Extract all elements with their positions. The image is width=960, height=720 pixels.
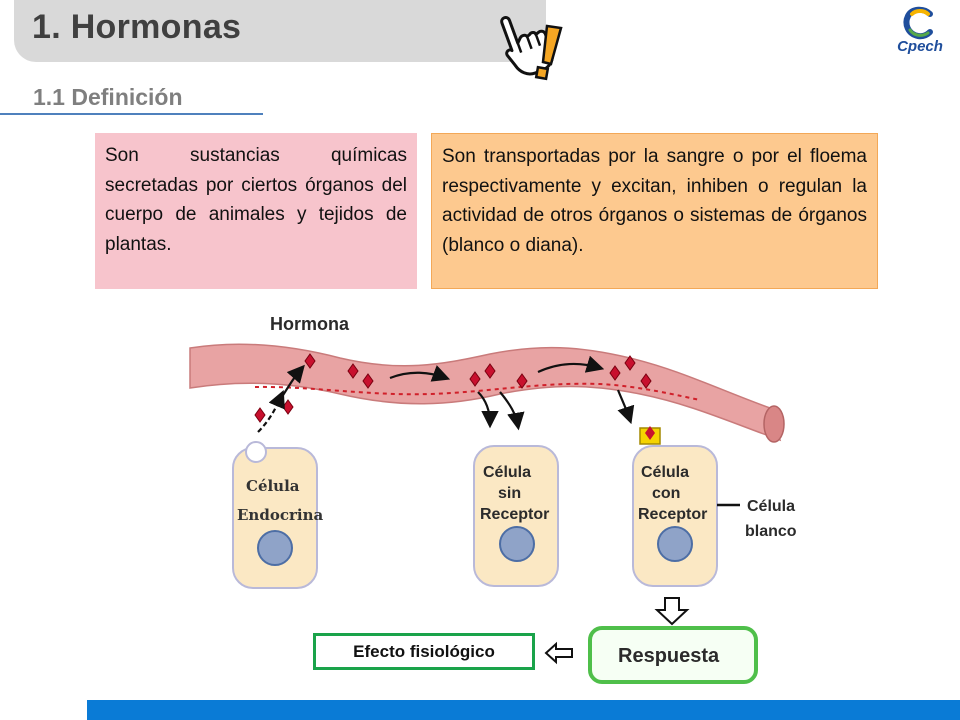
title-bar <box>14 0 546 62</box>
hormone-molecule <box>362 373 374 389</box>
receptor-cell-label-2: con <box>652 485 680 502</box>
hormone-molecule <box>516 373 528 389</box>
response-label: Respuesta <box>618 645 720 667</box>
bound-hormone <box>645 426 655 440</box>
logo-text: Cpech <box>897 38 943 55</box>
pointing-hand-icon <box>500 16 563 81</box>
hormone-molecules <box>254 353 652 423</box>
vessel-opening <box>763 405 785 443</box>
page-title: 1. Hormonas <box>32 8 242 46</box>
hormone-molecule <box>254 407 266 423</box>
no-receptor-label-2: sin <box>498 485 521 502</box>
cell-with-receptor <box>632 445 718 587</box>
down-arrow-icon <box>654 597 690 626</box>
hormone-diagram: Hormona Célula Endocrina Célula sin Rece… <box>189 314 797 684</box>
nucleus <box>657 526 693 562</box>
definition-box-right: Son transportadas por la sangre o por el… <box>431 133 878 289</box>
flow-arrows <box>257 355 635 433</box>
left-arrow-icon <box>544 641 573 665</box>
hormone-molecule <box>304 353 316 369</box>
hormone-molecule <box>640 373 652 389</box>
subtitle-underline <box>0 113 263 115</box>
hormone-label: Hormona <box>270 314 350 334</box>
vesicle <box>245 441 267 463</box>
receptor-cell-label-1: Célula <box>641 464 689 481</box>
physiological-effect-box: Efecto fisiológico <box>313 633 535 670</box>
endocrine-cell-label-1: Célula <box>246 477 300 495</box>
footer-bar <box>87 700 960 720</box>
target-cell-label-1: Célula <box>747 498 795 515</box>
hormone-molecule <box>609 365 621 381</box>
cpech-logo-mark <box>903 6 933 40</box>
section-subtitle: 1.1 Definición <box>33 84 183 110</box>
hormone-molecule <box>347 363 359 379</box>
response-box <box>588 626 758 684</box>
no-receptor-label-3: Receptor <box>480 506 549 523</box>
hormone-molecule <box>624 355 636 371</box>
target-cell-label-2: blanco <box>745 523 797 540</box>
vessel-wall-line <box>254 382 701 401</box>
receptor-cell-label-3: Receptor <box>638 506 707 523</box>
hormone-molecule <box>282 399 294 415</box>
no-receptor-label-1: Célula <box>483 464 531 481</box>
endocrine-cell-label-2: Endocrina <box>237 506 323 524</box>
endocrine-cell <box>232 447 318 589</box>
cell-without-receptor <box>473 445 559 587</box>
hormone-molecule <box>469 371 481 387</box>
nucleus <box>499 526 535 562</box>
cpech-logo: Cpech <box>890 6 950 56</box>
blood-vessel <box>189 343 782 442</box>
definition-box-left: Son sustancias químicas secretadas por c… <box>95 133 417 289</box>
hormone-molecule <box>484 363 496 379</box>
nucleus <box>257 530 293 566</box>
